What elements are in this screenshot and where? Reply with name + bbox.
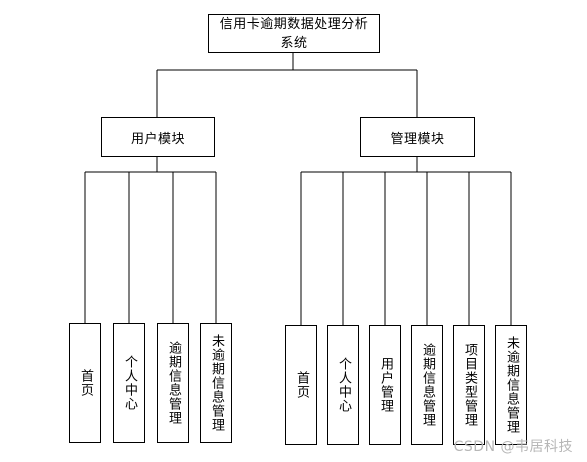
admin-leaf-profile-label: 个人中心 (336, 357, 351, 413)
root-node: 信用卡逾期数据处理分析系统 (208, 14, 380, 53)
root-node-label: 信用卡逾期数据处理分析系统 (219, 16, 369, 51)
user-module-node: 用户模块 (101, 117, 215, 157)
admin-leaf-home: 首页 (285, 325, 317, 445)
user-leaf-home: 首页 (69, 323, 101, 443)
admin-leaf-home-label: 首页 (294, 371, 309, 399)
admin-leaf-not-overdue-label: 未逾期信息管理 (504, 336, 519, 434)
user-module-label: 用户模块 (130, 131, 185, 147)
admin-leaf-overdue: 逾期信息管理 (411, 325, 443, 445)
admin-leaf-project-type: 项目类型管理 (453, 325, 485, 445)
user-leaf-profile-label: 个人中心 (122, 355, 137, 411)
user-leaf-profile: 个人中心 (113, 323, 145, 443)
admin-leaf-profile: 个人中心 (327, 325, 359, 445)
user-leaf-overdue: 逾期信息管理 (157, 323, 189, 443)
admin-leaf-project-type-label: 项目类型管理 (462, 343, 477, 427)
admin-module-node: 管理模块 (360, 117, 475, 157)
user-leaf-home-label: 首页 (78, 369, 93, 397)
admin-leaf-user-mgmt-label: 用户管理 (378, 357, 393, 413)
user-leaf-not-overdue-label: 未逾期信息管理 (209, 334, 224, 432)
admin-leaf-user-mgmt: 用户管理 (369, 325, 401, 445)
admin-leaf-not-overdue: 未逾期信息管理 (495, 325, 527, 445)
admin-module-label: 管理模块 (390, 131, 445, 147)
admin-leaf-overdue-label: 逾期信息管理 (420, 343, 435, 427)
user-leaf-not-overdue: 未逾期信息管理 (200, 323, 232, 443)
user-leaf-overdue-label: 逾期信息管理 (166, 341, 181, 425)
